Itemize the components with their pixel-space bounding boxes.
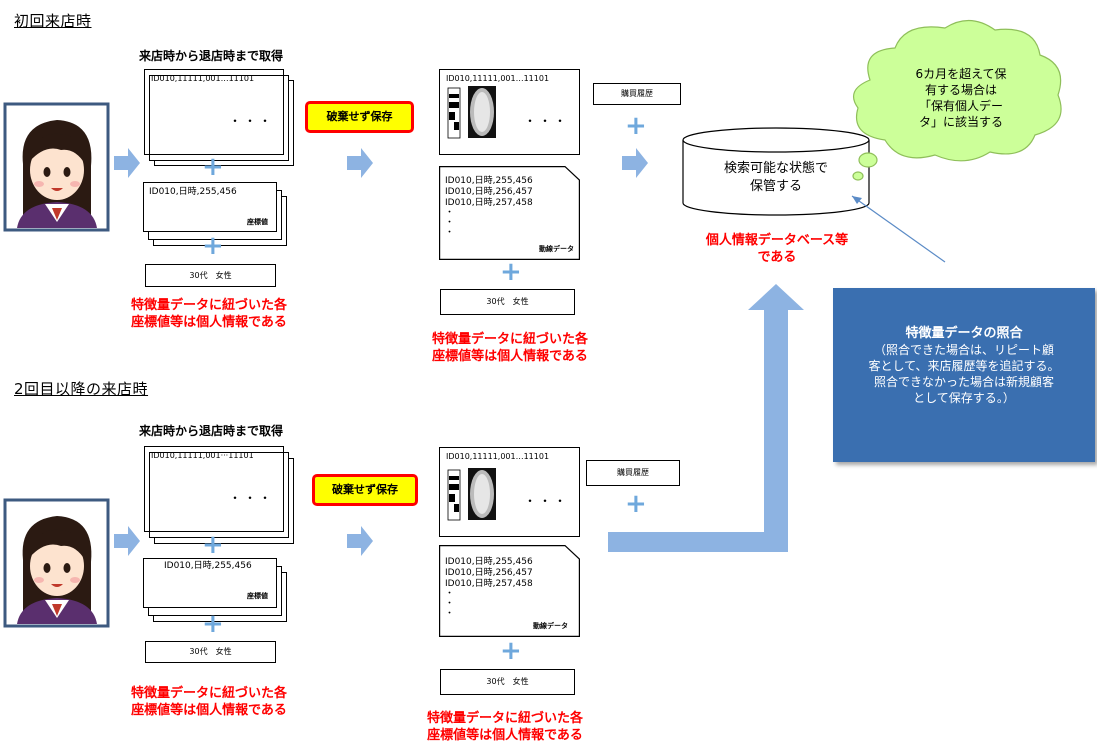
coord-label: 座標値 [247, 592, 268, 600]
ellipsis: ・・・ [229, 491, 275, 505]
record-card-feature: ID010,11111,001…11101 ・・・ [144, 69, 284, 155]
no-discard-save-badge: 破棄せず保存 [312, 474, 418, 506]
record-card-shadow-1 [149, 452, 289, 538]
capture-label-first: 来店時から退店時まで取得 [139, 49, 284, 63]
coord-label: 座標値 [247, 218, 268, 226]
feature-match-line: （照合できた場合は、リピート顧 [873, 343, 1054, 357]
plus-icon: + [202, 152, 224, 182]
attribute-box: 30代 女性 [440, 669, 575, 695]
attribute-box: 30代 女性 [145, 641, 276, 663]
plus-icon: + [500, 257, 522, 287]
plus-icon: + [625, 489, 647, 519]
record-id: ID010,11111,001…11101 [151, 74, 255, 83]
plus-icon: + [500, 636, 522, 666]
section-title-repeat-visit: 2回目以降の来店時 [14, 380, 149, 398]
stored-record-card: ID010,11111,001…11101 ・・・ [439, 447, 580, 537]
no-discard-save-badge: 破棄せず保存 [305, 101, 414, 133]
coord-card: ID010,日時,255,456 座標値 [143, 182, 277, 232]
dot-line: ・ [445, 609, 455, 619]
record-id: ID010,11111,001…11101 [446, 74, 550, 83]
attribute-box: 30代 女性 [440, 289, 575, 315]
plus-icon: + [202, 530, 224, 560]
purchase-history-box: 購買履歴 [586, 460, 680, 486]
flow-data-card: ID010,日時,255,456 ID010,日時,256,457 ID010,… [439, 166, 580, 260]
database-note: 個人情報データベース等である [705, 233, 849, 265]
coord-line-3: ID010,日時,257,458 [445, 198, 533, 208]
record-card-feature: ID010,11111,001···11101 ・・・ [144, 446, 284, 532]
record-id: ID010,11111,001…11101 [446, 452, 550, 461]
feature-match-line: として保存する。） [913, 391, 1015, 405]
coord-line-1: ID010,日時,255,456 [445, 557, 533, 567]
dot-line: ・ [445, 208, 455, 218]
dot-line: ・ [445, 599, 455, 609]
attribute-box: 30代 女性 [145, 264, 276, 287]
coord-line-1: ID010,日時,255,456 [445, 176, 533, 186]
stored-record-card: ID010,11111,001…11101 ・・・ [439, 69, 580, 155]
dot-line: ・ [445, 589, 455, 599]
personal-info-note-3: 特徴量データに紐づいた各座標値等は個人情報である [130, 686, 287, 718]
coord-line-3: ID010,日時,257,458 [445, 579, 533, 589]
coord-first: ID010,日時,255,456 [149, 187, 237, 197]
database-text: 検索可能な状態で保管する [723, 161, 828, 194]
customer-avatar-repeat [3, 498, 110, 628]
coord-line-2: ID010,日時,256,457 [445, 568, 533, 578]
feature-match-title: 特徴量データの照合 [905, 326, 1023, 341]
flow-data-label: 動線データ [533, 622, 568, 630]
flow-data-card: ID010,日時,255,456 ID010,日時,256,457 ID010,… [439, 545, 580, 637]
coord-line-2: ID010,日時,256,457 [445, 187, 533, 197]
record-card-shadow-1 [149, 75, 289, 161]
personal-info-note-4: 特徴量データに紐づいた各座標値等は個人情報である [426, 711, 583, 743]
purchase-history-box: 購買履歴 [593, 83, 681, 105]
ellipsis: ・・・ [229, 114, 275, 128]
plus-icon: + [202, 609, 224, 639]
coord-first: ID010,日時,255,456 [164, 561, 252, 571]
section-title-first-visit: 初回来店時 [14, 12, 92, 30]
personal-info-note-1: 特徴量データに紐づいた各座標値等は個人情報である [130, 298, 287, 330]
capture-label-repeat: 来店時から退店時まで取得 [139, 424, 284, 438]
plus-icon: + [625, 111, 647, 141]
dot-line: ・ [445, 228, 455, 238]
record-id: ID010,11111,001···11101 [151, 451, 254, 460]
retention-cloud-text: 6カ月を超えて保有する場合は 「保有個人データ」に該当する [915, 67, 1007, 129]
coord-card: ID010,日時,255,456 座標値 [143, 558, 277, 608]
flow-data-card-outline [439, 545, 580, 637]
personal-info-note-2: 特徴量データに紐づいた各座標値等は個人情報である [431, 332, 588, 364]
plus-icon: + [202, 231, 224, 261]
flow-data-label: 動線データ [539, 245, 574, 253]
feature-match-line: 照合できなかった場合は新規顧客 [873, 375, 1054, 389]
ellipsis: ・・・ [524, 494, 570, 508]
feature-match-box: 特徴量データの照合 （照合できた場合は、リピート顧 客として、来店履歴等を追記す… [833, 288, 1095, 462]
customer-avatar-first [3, 102, 110, 232]
dot-line: ・ [445, 218, 455, 228]
feature-match-line: 客として、来店履歴等を追記する。 [868, 359, 1060, 373]
ellipsis: ・・・ [524, 114, 570, 128]
flow-data-card-outline [439, 166, 580, 260]
